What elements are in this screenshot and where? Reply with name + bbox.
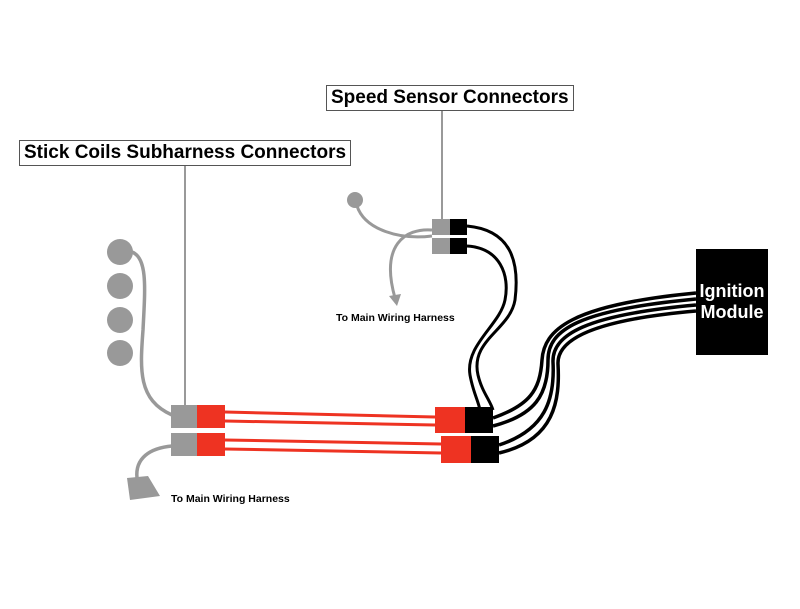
stick-coil-connector-1-red xyxy=(197,405,225,428)
stick-coils xyxy=(107,239,133,366)
speed-sensor-black-wires xyxy=(466,224,518,411)
speed-sensor-connector-2-gray xyxy=(432,238,450,254)
module-black-wires xyxy=(492,291,697,455)
red-wires xyxy=(224,410,442,455)
module-connector-2-red xyxy=(441,436,471,463)
speed-sensor-callout: Speed Sensor Connectors xyxy=(326,85,574,111)
stick-coil-4 xyxy=(107,340,133,366)
coil-gray-wire xyxy=(131,250,173,417)
stick-coils-callout: Stick Coils Subharness Connectors xyxy=(19,140,352,166)
module-connector-1-red xyxy=(435,407,465,433)
stick-coil-1 xyxy=(107,239,133,265)
speed-sensor-connector-1-gray xyxy=(432,219,450,235)
to-main-harness-label-bottom: To Main Wiring Harness xyxy=(171,493,290,505)
lower-harness-gray-wire xyxy=(135,444,173,479)
module-connector-1-black xyxy=(465,407,493,433)
speed-sensor xyxy=(347,192,363,208)
to-main-harness-label-top: To Main Wiring Harness xyxy=(336,312,455,324)
speed-sensor-connector-2-black xyxy=(450,238,467,254)
stick-coil-connector-2-gray xyxy=(171,433,197,456)
module-connector-2-black xyxy=(471,436,499,463)
ignition-module: Ignition Module xyxy=(696,249,768,355)
ignition-module-label-line1: Ignition xyxy=(699,281,765,301)
lower-harness-arrow xyxy=(127,476,160,500)
stick-coil-connector-1-gray xyxy=(171,405,197,428)
ignition-module-label-line2: Module xyxy=(700,302,764,322)
stick-coil-2 xyxy=(107,273,133,299)
upper-harness-arrow xyxy=(389,294,401,306)
speed-sensor-gray-wire xyxy=(355,205,433,239)
speed-sensor-connector-1-black xyxy=(450,219,467,235)
stick-coil-3 xyxy=(107,307,133,333)
speed-sensor-gray-wire-2 xyxy=(389,228,433,299)
stick-coil-connector-2-red xyxy=(197,433,225,456)
